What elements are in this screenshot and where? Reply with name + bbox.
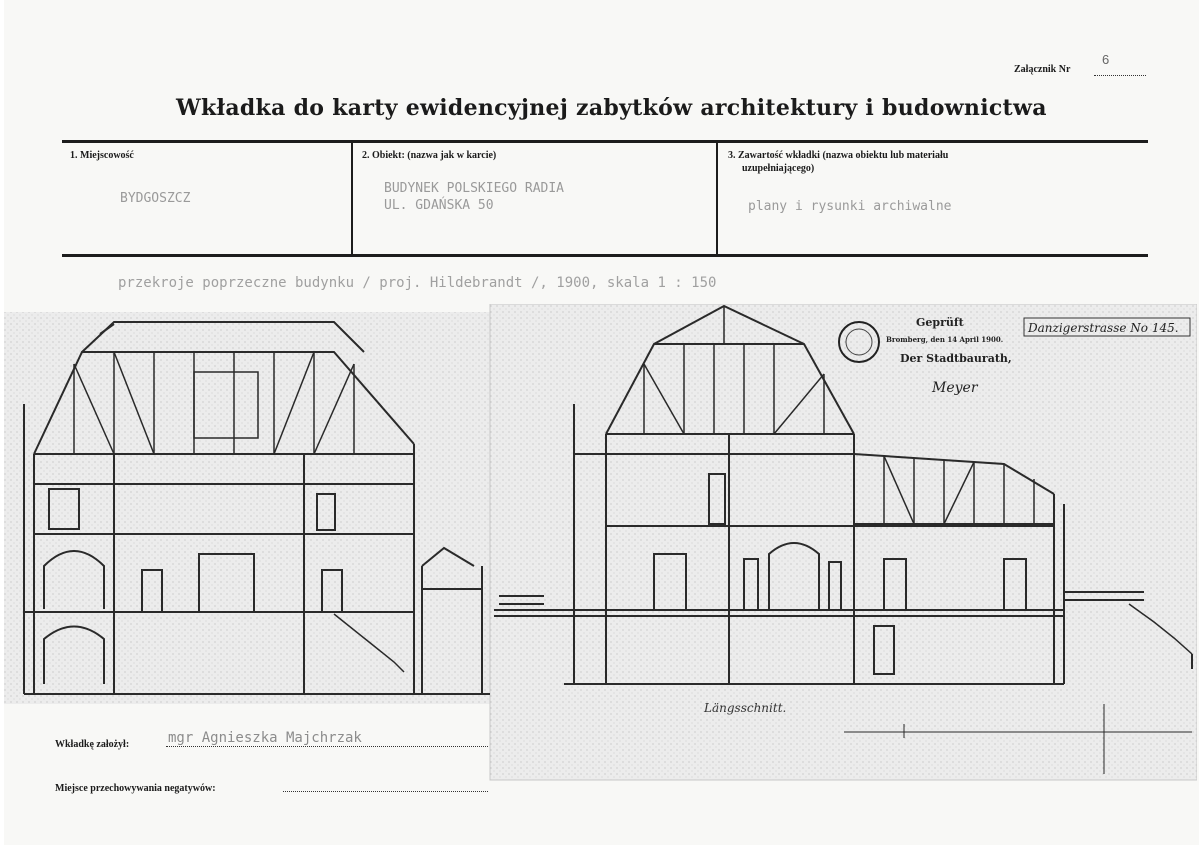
annex-label: Załącznik Nr bbox=[1014, 64, 1071, 75]
seal-icon bbox=[838, 321, 880, 363]
page-title: Wkładka do karty ewidencyjnej zabytków a… bbox=[176, 95, 1047, 121]
street-label: Danzigerstrasse No 145. bbox=[1027, 321, 1179, 335]
author-dotted-line bbox=[166, 746, 488, 747]
left-cross-section bbox=[23, 321, 490, 695]
annex-number: 6 bbox=[1102, 52, 1110, 67]
object-label: 2. Obiekt: (nazwa jak w karcie) bbox=[362, 150, 497, 161]
author-value: mgr Agnieszka Majchrzak bbox=[168, 730, 362, 746]
locality-label: 1. Miejscowość bbox=[70, 150, 134, 161]
negatives-dotted-line bbox=[283, 791, 488, 792]
right-longitudinal-section bbox=[494, 304, 1193, 774]
table-divider-1 bbox=[351, 141, 353, 255]
street-label-box bbox=[1023, 317, 1191, 337]
object-value-line2: UL. GDAŃSKA 50 bbox=[384, 198, 494, 213]
left-print-background bbox=[4, 312, 490, 704]
annex-dotted-line bbox=[1094, 75, 1146, 76]
stamp-line-1: Geprüft bbox=[916, 316, 965, 329]
approval-stamp: Geprüft Bromberg, den 14 April 1900. Der… bbox=[838, 316, 1012, 396]
contents-value: plany i rysunki archiwalne bbox=[748, 199, 952, 214]
author-label: Wkładkę założył: bbox=[55, 739, 130, 750]
object-value-line1: BUDYNEK POLSKIEGO RADIA bbox=[384, 181, 565, 196]
table-top-rule bbox=[62, 140, 1148, 143]
contents-label-line2: uzupełniającego) bbox=[742, 163, 815, 174]
architectural-section-drawing: Geprüft Bromberg, den 14 April 1900. Der… bbox=[4, 304, 1197, 781]
stamp-signature: Meyer bbox=[931, 380, 979, 396]
contents-label-line1: 3. Zawartość wkładki (nazwa obiektu lub … bbox=[728, 150, 949, 161]
section-label: Längsschnitt. bbox=[703, 701, 786, 715]
right-print-background bbox=[490, 304, 1197, 780]
caption-text: przekroje poprzeczne budynku / proj. Hil… bbox=[118, 275, 717, 291]
negatives-label: Miejsce przechowywania negatywów: bbox=[55, 783, 216, 794]
table-divider-2 bbox=[716, 141, 718, 255]
drawing-caption: przekroje poprzeczne budynku / proj. Hil… bbox=[118, 275, 716, 292]
table-bottom-rule bbox=[62, 254, 1148, 257]
stamp-line-3: Der Stadtbaurath, bbox=[900, 352, 1012, 365]
locality-value: BYDGOSZCZ bbox=[120, 191, 191, 206]
stamp-line-2: Bromberg, den 14 April 1900. bbox=[886, 335, 1003, 344]
